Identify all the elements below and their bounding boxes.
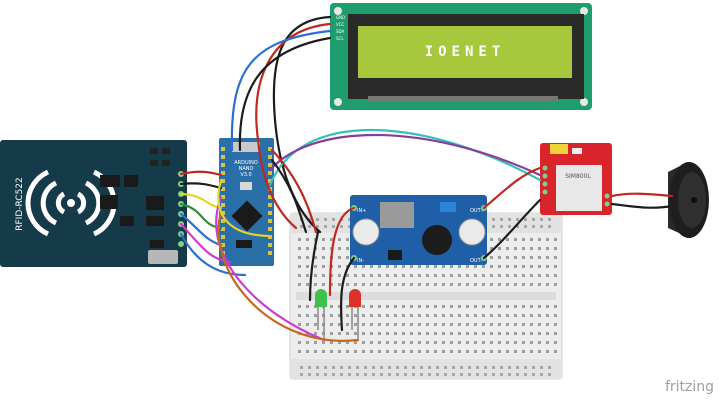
arduino-label-2: NANO: [239, 166, 254, 172]
wire-rfid-1: [179, 170, 223, 177]
wire-lcd-scl: [238, 36, 332, 152]
wire-arduino-5v: [270, 148, 318, 234]
arduino-label-3: V3.0: [240, 172, 251, 178]
rfid-label: RFID-RC522: [15, 177, 25, 231]
fritzing-watermark: fritzing: [664, 379, 714, 395]
lcd-display-text: IOENET: [425, 44, 506, 60]
led-red: [349, 289, 361, 340]
wires: [179, 15, 674, 342]
lcd-pin-vcc: VCC: [336, 22, 345, 27]
led-green: [315, 289, 327, 340]
lcd-pin-scl: SCL: [336, 36, 344, 41]
buck-out-plus: OUT+: [470, 208, 485, 214]
wire-teal-gsm: [268, 129, 542, 187]
lcd-module: IOENET GND VCC SDA SCL: [330, 3, 592, 110]
buck-in-plus: IN+: [357, 208, 366, 214]
wire-buck-out-plus: [482, 166, 542, 210]
wire-lcd-sda: [230, 29, 332, 152]
wire-orange-led: [217, 210, 360, 342]
gsm-module: SIM800L: [540, 143, 612, 215]
wire-lcd-gnd: [272, 15, 332, 234]
buck-out-minus: OUT-: [470, 258, 482, 264]
wire-rfid-5: [179, 212, 223, 247]
wire-black-led: [308, 230, 320, 302]
lcd-pin-sda: SDA: [336, 29, 345, 34]
buzzer: [668, 162, 709, 238]
buck-in-minus: IN-: [357, 258, 364, 264]
wire-yellow-arduino: [217, 178, 270, 238]
wire-buzzer-black: [610, 202, 674, 209]
wire-arduino-gnd: [270, 158, 308, 234]
wire-rfid-7: [179, 232, 247, 277]
rfid-reader: RFID-RC522: [0, 140, 187, 267]
arduino-nano: ARDUINO NANO V3.0: [219, 138, 274, 266]
gsm-label: SIM800L: [565, 173, 591, 180]
buck-converter: IN+ IN- OUT+ OUT-: [350, 195, 487, 265]
wire-buck-out-minus: [482, 198, 542, 260]
lcd-pin-gnd: GND: [336, 15, 345, 20]
wire-magenta-led: [215, 196, 326, 342]
wire-buck-in-plus: [328, 206, 356, 297]
wire-buck-in-minus: [339, 256, 356, 332]
wire-buzzer-red: [610, 192, 674, 198]
arduino-label-1: ARDUINO: [234, 160, 258, 166]
wire-purple-gsm: [268, 133, 542, 177]
